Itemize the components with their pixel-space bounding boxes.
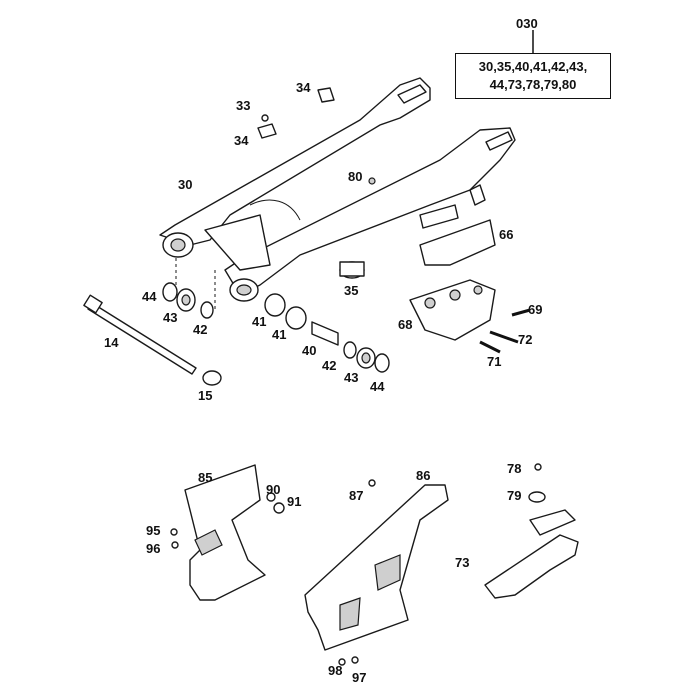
callout-72: 72	[518, 332, 533, 347]
chain-guard-85	[170, 464, 285, 601]
callout-97: 97	[352, 670, 367, 685]
callout-40: 40	[302, 343, 317, 358]
callout-35: 35	[344, 283, 359, 298]
callout-79: 79	[507, 488, 522, 503]
clamp-parts-33-34	[257, 87, 376, 185]
callout-68: 68	[398, 317, 413, 332]
callout-41-a: 41	[252, 314, 267, 329]
callout-43-right: 43	[344, 370, 359, 385]
callout-43-left: 43	[163, 310, 178, 325]
callout-34-top: 34	[296, 80, 311, 95]
callout-44-right: 44	[370, 379, 385, 394]
kit-parts-line-1: 30,35,40,41,42,43,	[478, 59, 588, 74]
small-bolts	[479, 308, 531, 354]
callout-73: 73	[455, 555, 470, 570]
bearing-stack-right	[264, 293, 390, 373]
pivot-shaft	[83, 294, 222, 386]
kit-contents-box: 30,35,40,41,42,43, 44,73,78,79,80	[455, 53, 611, 99]
callout-41-b: 41	[272, 327, 287, 342]
swingarm	[159, 77, 516, 310]
chain-slider-86	[304, 479, 449, 666]
callout-85: 85	[198, 470, 213, 485]
callout-69: 69	[528, 302, 543, 317]
callout-95: 95	[146, 523, 161, 538]
callout-98: 98	[328, 663, 343, 678]
callout-42-right: 42	[322, 358, 337, 373]
callout-44-left: 44	[142, 289, 157, 304]
callout-80: 80	[348, 169, 363, 184]
kit-code-label: 030	[516, 16, 538, 31]
callout-33: 33	[236, 98, 251, 113]
chain-guide	[409, 204, 496, 341]
callout-87: 87	[349, 488, 364, 503]
bushing-35	[339, 261, 365, 279]
callout-78: 78	[507, 461, 522, 476]
callout-14: 14	[104, 335, 119, 350]
callout-15: 15	[198, 388, 213, 403]
callout-91: 91	[287, 494, 302, 509]
callout-34-lower: 34	[234, 133, 249, 148]
bearing-stack-left	[162, 282, 214, 319]
callout-90: 90	[266, 482, 281, 497]
callout-71: 71	[487, 354, 502, 369]
callout-86: 86	[416, 468, 431, 483]
callout-42-left: 42	[193, 322, 208, 337]
chain-slider-73	[484, 463, 579, 599]
callout-96: 96	[146, 541, 161, 556]
callout-66: 66	[499, 227, 514, 242]
kit-parts-line-2: 44,73,78,79,80	[489, 77, 577, 92]
callout-30: 30	[178, 177, 193, 192]
